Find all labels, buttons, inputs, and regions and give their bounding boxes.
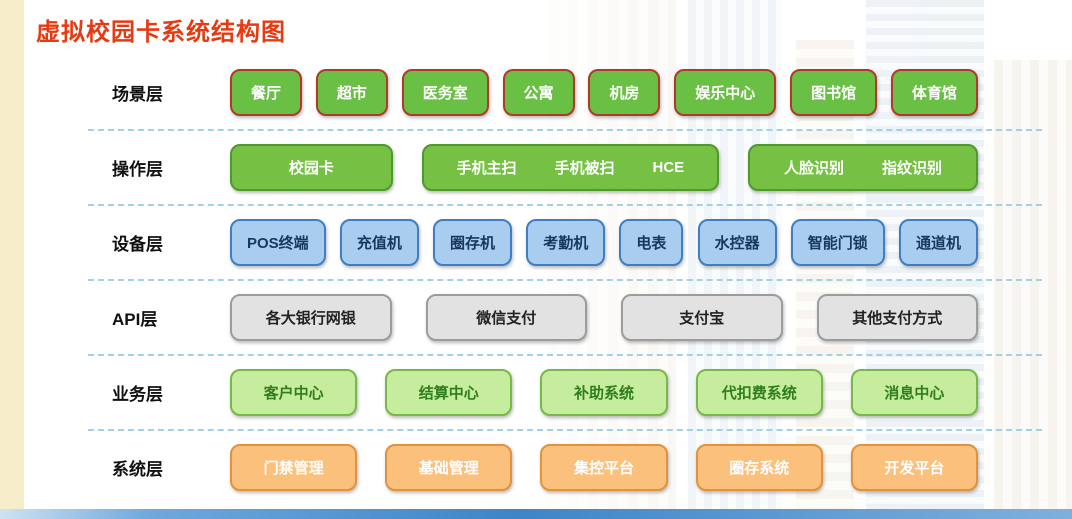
device-box: 考勤机 (526, 219, 606, 266)
box-label: 人脸识别 (783, 160, 844, 177)
page-title: 虚拟校园卡系统结构图 (36, 19, 286, 46)
layer-boxes-system: 门禁管理 基础管理 集控平台 圈存系统 开发平台 (230, 444, 979, 491)
box-label: 其他支付方式 (852, 310, 943, 327)
layer-boxes-device: POS终端 充值机 圈存机 考勤机 电表 水控器 智能门锁 通道机 (230, 219, 978, 266)
layer-label-operation: 操作层 (112, 160, 163, 179)
box-label: 体育馆 (911, 85, 957, 102)
box-label: 支付宝 (679, 310, 725, 327)
box-label: 电表 (636, 235, 667, 252)
device-box: POS终端 (230, 219, 326, 266)
box-label: 客户中心 (263, 385, 324, 402)
api-box: 支付宝 (621, 294, 783, 341)
scene-box: 医务室 (401, 69, 489, 116)
box-label: 圈存机 (450, 235, 496, 252)
box-label: 水控器 (714, 235, 760, 252)
scene-box: 图书馆 (790, 69, 878, 116)
layer-label-device: 设备层 (112, 235, 163, 254)
box-label: 消息中心 (884, 385, 945, 402)
layer-label-system: 系统层 (112, 460, 163, 479)
device-box: 通道机 (898, 219, 978, 266)
layer-label-scene: 场景层 (112, 85, 163, 104)
box-label: 结算中心 (418, 385, 479, 402)
business-box: 代扣费系统 (695, 369, 823, 416)
box-label: 充值机 (356, 235, 402, 252)
operation-box: 校园卡 (230, 144, 393, 191)
box-label: 手机主扫 (456, 160, 517, 177)
scene-box: 体育馆 (890, 69, 978, 116)
box-label: 开发平台 (884, 460, 945, 477)
box-label: 门禁管理 (263, 460, 324, 477)
box-label: 手机被扫 (554, 160, 615, 177)
layer-boxes-operation: 校园卡 手机主扫 手机被扫 HCE 人脸识别 指纹识别 (230, 144, 978, 191)
box-label: 校园卡 (288, 160, 334, 177)
api-box: 微信支付 (425, 294, 587, 341)
box-label: 圈存系统 (729, 460, 790, 477)
box-label: 超市 (336, 85, 367, 102)
row-divider (88, 129, 1042, 131)
device-box: 充值机 (339, 219, 419, 266)
box-label: 智能门锁 (807, 235, 868, 252)
api-box: 各大银行网银 (230, 294, 392, 341)
layer-row-operation: 操作层 校园卡 手机主扫 手机被扫 HCE 人脸识别 指纹识别 (0, 131, 1072, 204)
system-box: 圈存系统 (695, 444, 823, 491)
layer-row-system: 系统层 门禁管理 基础管理 集控平台 圈存系统 开发平台 (0, 431, 1072, 504)
left-edge-strip (0, 0, 24, 519)
box-label: POS终端 (247, 235, 309, 252)
business-box: 结算中心 (385, 369, 513, 416)
layer-boxes-scene: 餐厅 超市 医务室 公寓 机房 娱乐中心 图书馆 体育馆 (230, 69, 978, 116)
layer-boxes-business: 客户中心 结算中心 补助系统 代扣费系统 消息中心 (230, 369, 979, 416)
box-label: 指纹识别 (882, 160, 943, 177)
box-label: 娱乐中心 (695, 85, 756, 102)
device-box: 电表 (619, 219, 684, 266)
box-label: 图书馆 (811, 85, 857, 102)
box-label: 考勤机 (543, 235, 589, 252)
system-box: 开发平台 (850, 444, 979, 491)
box-label: 机房 (609, 85, 640, 102)
row-divider (88, 429, 1042, 431)
box-label: 集控平台 (574, 460, 635, 477)
operation-box: 手机主扫 手机被扫 HCE (421, 144, 719, 191)
device-box: 水控器 (697, 219, 777, 266)
row-divider (88, 279, 1042, 281)
box-label: HCE (652, 159, 685, 176)
layer-row-scene: 场景层 餐厅 超市 医务室 公寓 机房 娱乐中心 图书馆 体育馆 (0, 56, 1072, 129)
system-box: 集控平台 (540, 444, 668, 491)
api-box: 其他支付方式 (816, 294, 978, 341)
scene-box: 超市 (315, 69, 388, 116)
box-label: 微信支付 (476, 310, 537, 327)
business-box: 消息中心 (850, 369, 979, 416)
scene-box: 餐厅 (230, 69, 303, 116)
device-box: 智能门锁 (790, 219, 885, 266)
system-box: 基础管理 (385, 444, 513, 491)
scene-box: 公寓 (502, 69, 575, 116)
scene-box: 机房 (588, 69, 661, 116)
box-label: 代扣费系统 (721, 385, 797, 402)
box-label: 通道机 (915, 235, 961, 252)
box-label: 补助系统 (574, 385, 635, 402)
business-box: 客户中心 (230, 369, 358, 416)
layer-row-business: 业务层 客户中心 结算中心 补助系统 代扣费系统 消息中心 (0, 356, 1072, 429)
layer-row-api: API层 各大银行网银 微信支付 支付宝 其他支付方式 (0, 281, 1072, 354)
footer-bar (0, 509, 1072, 519)
box-label: 基础管理 (418, 460, 479, 477)
layer-boxes-api: 各大银行网银 微信支付 支付宝 其他支付方式 (230, 294, 978, 341)
layer-row-device: 设备层 POS终端 充值机 圈存机 考勤机 电表 水控器 智能门锁 通道机 (0, 206, 1072, 279)
system-box: 门禁管理 (230, 444, 358, 491)
row-divider (88, 354, 1042, 356)
box-label: 医务室 (422, 85, 468, 102)
device-box: 圈存机 (433, 219, 513, 266)
layers-container: 场景层 餐厅 超市 医务室 公寓 机房 娱乐中心 图书馆 体育馆操作层 校园卡 手机主扫 手机被扫 HC… (0, 56, 1072, 504)
business-box: 补助系统 (540, 369, 668, 416)
scene-box: 娱乐中心 (674, 69, 777, 116)
operation-box: 人脸识别 指纹识别 (748, 144, 978, 191)
box-label: 餐厅 (251, 85, 282, 102)
box-label: 各大银行网银 (265, 310, 356, 327)
layer-label-api: API层 (112, 310, 158, 329)
box-label: 公寓 (523, 85, 554, 102)
row-divider (88, 204, 1042, 206)
layer-label-business: 业务层 (112, 385, 163, 404)
